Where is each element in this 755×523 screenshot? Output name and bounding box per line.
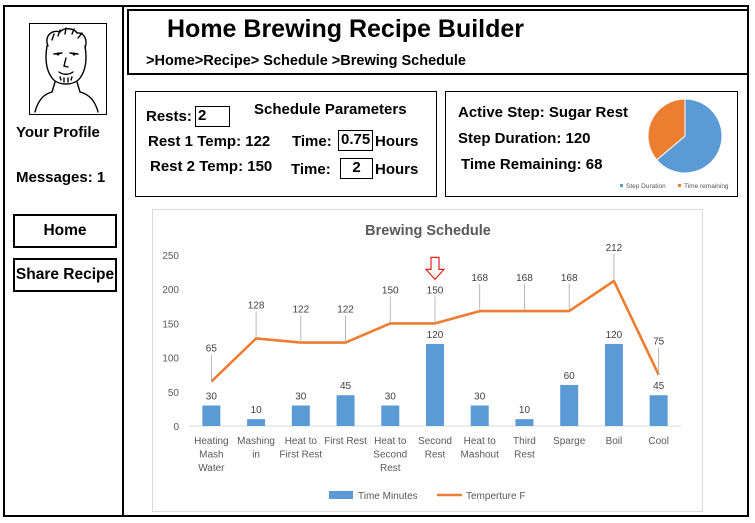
line-data-label: 168 [471,273,488,284]
y-tick-label: 150 [162,319,179,330]
line-data-label: 65 [206,344,218,355]
sidebar: Your Profile Messages: 1 Home Share Reci… [5,7,124,515]
share-recipe-button[interactable]: Share Recipe [13,258,117,292]
bar-time-minutes [560,384,579,426]
bar-time-minutes [604,343,623,426]
bar-time-minutes [649,395,668,426]
y-tick-label: 200 [162,285,179,296]
pie-legend-duration: Step Duration [626,183,666,190]
bar-data-label: 60 [564,371,576,382]
x-tick-label: Sparge [553,436,586,447]
breadcrumb: >Home>Recipe> Schedule >Brewing Schedule [146,53,466,69]
bar-time-minutes [336,395,355,426]
bar-data-label: 45 [340,381,352,392]
pie-slice-step-duration [656,98,723,174]
schedule-parameters-panel: Rests: 2 Schedule Parameters Rest 1 Temp… [135,91,437,197]
progress-pie-chart: Step Duration Time remaining [620,98,729,190]
breadcrumb-recipe[interactable]: >Recipe [194,53,251,69]
active-step-panel: Active Step: Sugar Rest Step Duration: 1… [445,91,738,197]
breadcrumb-brewing-schedule[interactable]: >Brewing Schedule [327,53,466,69]
active-step-label: Active Step: Sugar Rest [458,104,629,121]
bar-time-minutes [247,419,266,426]
bar-data-label: 120 [606,330,623,341]
bar-data-label: 30 [385,391,397,402]
rest2-time-input[interactable]: 2 [340,158,373,179]
header: Home Brewing Recipe Builder >Home>Recipe… [127,9,747,75]
page-title: Home Brewing Recipe Builder [167,15,525,43]
rest1-time-input[interactable]: 0.75 [338,130,373,151]
user-sketch-icon [34,27,99,113]
step-duration-label: Step Duration: 120 [458,130,591,147]
pie-slice-time-remaining [647,98,686,161]
line-data-label: 122 [337,305,354,316]
y-tick-label: 0 [173,422,179,433]
chart-title: Brewing Schedule [365,223,491,239]
rest2-temp-label: Rest 2 Temp: 150 [150,158,273,175]
schedule-parameters-heading: Schedule Parameters [254,101,407,118]
y-tick-label: 250 [162,251,179,262]
line-data-label: 168 [561,273,578,284]
pie-legend-swatch-remaining [678,184,681,187]
rest2-time-label: Time: [291,161,331,178]
x-tick-label: Cool [648,436,669,447]
line-data-label: 150 [382,285,399,296]
home-button[interactable]: Home [13,214,117,248]
y-tick-label: 100 [162,354,179,365]
line-data-label: 122 [292,305,309,316]
brewing-schedule-chart: Brewing Schedule 0 50 100 150 200 250 30 10 30 45 3… [152,209,703,512]
time-remaining-label: Time Remaining: 68 [461,156,603,173]
bar-time-minutes [515,419,534,426]
avatar[interactable] [29,23,107,115]
bar-data-label: 30 [295,391,307,402]
bar-time-minutes [381,405,400,426]
legend-time-minutes: Time Minutes [358,491,418,502]
legend-swatch-time [329,491,353,499]
bar-data-label: 45 [653,381,665,392]
legend-temperature: Temperture F [466,491,525,502]
chart-canvas: Brewing Schedule 0 50 100 150 200 250 30 10 30 45 3… [162,223,681,502]
bar-data-label: 120 [427,330,444,341]
y-tick-label: 50 [168,388,180,399]
line-data-label: 75 [653,337,665,348]
bar-data-label: 30 [474,391,486,402]
rest2-hours-label: Hours [375,161,419,178]
bar-time-minutes [291,405,310,426]
bar-data-label: 10 [251,405,263,416]
rests-label: Rests: [146,108,192,125]
messages-link[interactable]: Messages: 1 [16,169,106,186]
line-data-label: 168 [516,273,533,284]
x-tick-label: First Rest [324,436,367,447]
line-data-label: 150 [427,285,444,296]
bar-data-label: 30 [206,391,218,402]
pie-legend-swatch-duration [620,184,623,187]
breadcrumb-home[interactable]: >Home [146,53,195,69]
breadcrumb-schedule[interactable]: > Schedule [250,53,328,69]
rest1-time-label: Time: [292,133,332,150]
bar-time-minutes [426,343,444,426]
bar-time-minutes [470,405,489,426]
profile-link[interactable]: Your Profile [16,124,100,141]
rests-input[interactable]: 2 [195,106,230,127]
bar-data-label: 10 [519,405,531,416]
rest1-hours-label: Hours [375,133,419,150]
x-tick-label: Boil [606,436,623,447]
current-step-arrow-icon [424,256,446,281]
rest1-temp-label: Rest 1 Temp: 122 [148,133,271,150]
line-data-label: 212 [606,243,623,254]
pie-legend-remaining: Time remaining [684,183,729,190]
app-frame [3,5,749,517]
bar-time-minutes [202,405,221,426]
line-data-label: 128 [248,300,265,311]
